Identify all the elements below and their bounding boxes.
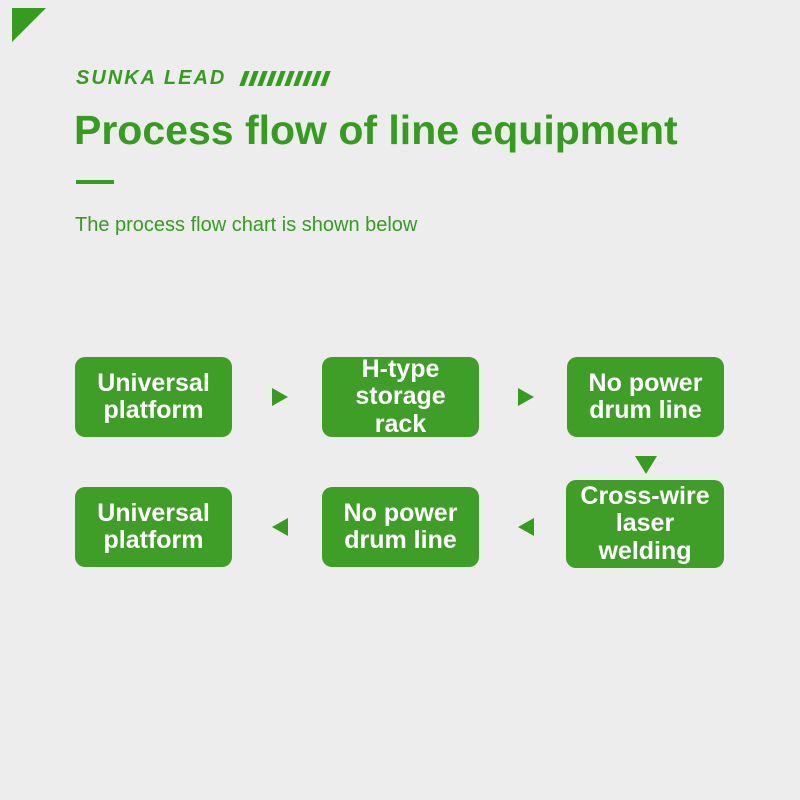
flow-box-no-power-drum-line-1: No power drum line — [567, 357, 724, 437]
corner-triangle-decoration — [12, 8, 46, 42]
flow-box-h-type-storage-rack: H-type storage rack — [322, 355, 479, 438]
title-underline — [76, 180, 114, 184]
page-title: Process flow of line equipment — [74, 107, 678, 153]
page-subtitle: The process flow chart is shown below — [75, 214, 418, 236]
flow-box-cross-wire-laser-welding: Cross-wire laser welding — [566, 480, 724, 568]
arrow-left-icon — [518, 518, 534, 536]
brand-name: SUNKA LEAD — [76, 67, 227, 89]
flow-box-universal-platform-1: Universal platform — [75, 357, 232, 437]
flow-box-universal-platform-2: Universal platform — [75, 487, 232, 567]
flow-box-no-power-drum-line-2: No power drum line — [322, 487, 479, 567]
arrow-right-icon — [272, 388, 288, 406]
arrow-right-icon — [518, 388, 534, 406]
brand: SUNKA LEAD — [76, 66, 332, 90]
arrow-down-icon — [635, 456, 657, 474]
arrow-left-icon — [272, 518, 288, 536]
